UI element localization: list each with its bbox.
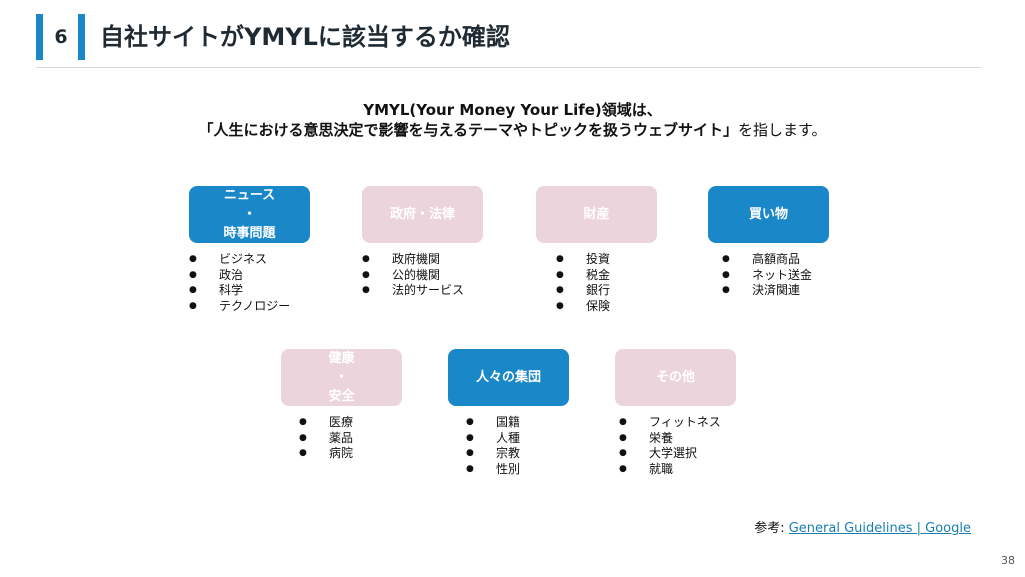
category-news: ニュース ・ 時事問題 ビジネス 政治 科学 テクノロジー <box>189 186 310 314</box>
list-item: 保険 <box>556 299 657 315</box>
category-government-law-label: 政府・法律 <box>362 186 483 243</box>
category-shopping-label: 買い物 <box>708 186 829 243</box>
list-item: 政治 <box>189 268 310 284</box>
slide-section-number: 6 <box>54 26 68 48</box>
list-item: 国籍 <box>466 415 569 431</box>
category-government-law: 政府・法律 政府機関 公的機関 法的サービス <box>362 186 483 299</box>
category-groups-label: 人々の集団 <box>448 349 569 406</box>
title-divider <box>36 67 981 68</box>
category-label-line: 政府・法律 <box>389 207 455 222</box>
category-other: その他 フィットネス 栄養 大学選択 就職 <box>615 349 736 477</box>
intro-line-2: 「人生における意思決定で影響を与えるテーマやトピックを扱うウェブサイト」を指しま… <box>160 120 865 140</box>
list-item: 公的機関 <box>362 268 483 284</box>
intro-definition: 「人生における意思決定で影響を与えるテーマやトピックを扱うウェブサイト」 <box>198 121 739 139</box>
list-item: フィットネス <box>619 415 736 431</box>
title-accent-bar-left <box>36 14 43 60</box>
list-item: 税金 <box>556 268 657 284</box>
reference-link[interactable]: General Guidelines | Google <box>788 521 971 536</box>
list-item: 就職 <box>619 462 736 478</box>
list-item: 病院 <box>299 446 402 462</box>
intro-line-1: YMYL(Your Money Your Life)領域は、 <box>363 101 662 119</box>
category-health-safety-list: 医療 薬品 病院 <box>299 415 402 462</box>
category-label-line: 健康 <box>328 351 355 366</box>
category-government-law-list: 政府機関 公的機関 法的サービス <box>362 252 483 299</box>
list-item: 医療 <box>299 415 402 431</box>
category-shopping: 買い物 高額商品 ネット送金 決済関連 <box>708 186 829 299</box>
list-item: 薬品 <box>299 431 402 447</box>
list-item: 人種 <box>466 431 569 447</box>
category-label-line: その他 <box>655 370 695 385</box>
category-health-safety-label: 健康 ・ 安全 <box>281 349 402 406</box>
list-item: 決済関連 <box>722 283 829 299</box>
category-health-safety: 健康 ・ 安全 医療 薬品 病院 <box>281 349 402 462</box>
list-item: 投資 <box>556 252 657 268</box>
category-label-line: ・ <box>242 207 256 222</box>
intro-text: YMYL(Your Money Your Life)領域は、 「人生における意思… <box>160 100 865 140</box>
category-finance-label: 財産 <box>536 186 657 243</box>
category-shopping-list: 高額商品 ネット送金 決済関連 <box>722 252 829 299</box>
category-label-line: ・ <box>334 370 348 385</box>
category-news-label: ニュース ・ 時事問題 <box>189 186 310 243</box>
category-label-line: 安全 <box>328 389 355 404</box>
list-item: テクノロジー <box>189 299 310 315</box>
list-item: 銀行 <box>556 283 657 299</box>
list-item: 科学 <box>189 283 310 299</box>
list-item: 宗教 <box>466 446 569 462</box>
category-groups: 人々の集団 国籍 人種 宗教 性別 <box>448 349 569 477</box>
list-item: 大学選択 <box>619 446 736 462</box>
category-other-list: フィットネス 栄養 大学選択 就職 <box>619 415 736 477</box>
reference-prefix: 参考: <box>754 521 789 536</box>
category-other-label: その他 <box>615 349 736 406</box>
reference-note: 参考: General Guidelines | Google <box>754 517 971 536</box>
category-news-list: ビジネス 政治 科学 テクノロジー <box>189 252 310 314</box>
list-item: 性別 <box>466 462 569 478</box>
list-item: 高額商品 <box>722 252 829 268</box>
category-label-line: ニュース <box>223 188 276 203</box>
category-label-line: 人々の集団 <box>475 370 541 385</box>
intro-suffix: を指します。 <box>738 121 827 139</box>
list-item: 栄養 <box>619 431 736 447</box>
list-item: ビジネス <box>189 252 310 268</box>
category-label-line: 買い物 <box>748 207 788 222</box>
category-label-line: 時事問題 <box>223 226 276 241</box>
page-number: 38 <box>1001 554 1015 567</box>
list-item: 政府機関 <box>362 252 483 268</box>
list-item: ネット送金 <box>722 268 829 284</box>
category-finance: 財産 投資 税金 銀行 保険 <box>536 186 657 314</box>
page-title: 自社サイトがYMYLに該当するか確認 <box>100 23 510 51</box>
category-finance-list: 投資 税金 銀行 保険 <box>556 252 657 314</box>
title-accent-bar-right <box>78 14 85 60</box>
category-groups-list: 国籍 人種 宗教 性別 <box>466 415 569 477</box>
category-label-line: 財産 <box>583 207 610 222</box>
list-item: 法的サービス <box>362 283 483 299</box>
